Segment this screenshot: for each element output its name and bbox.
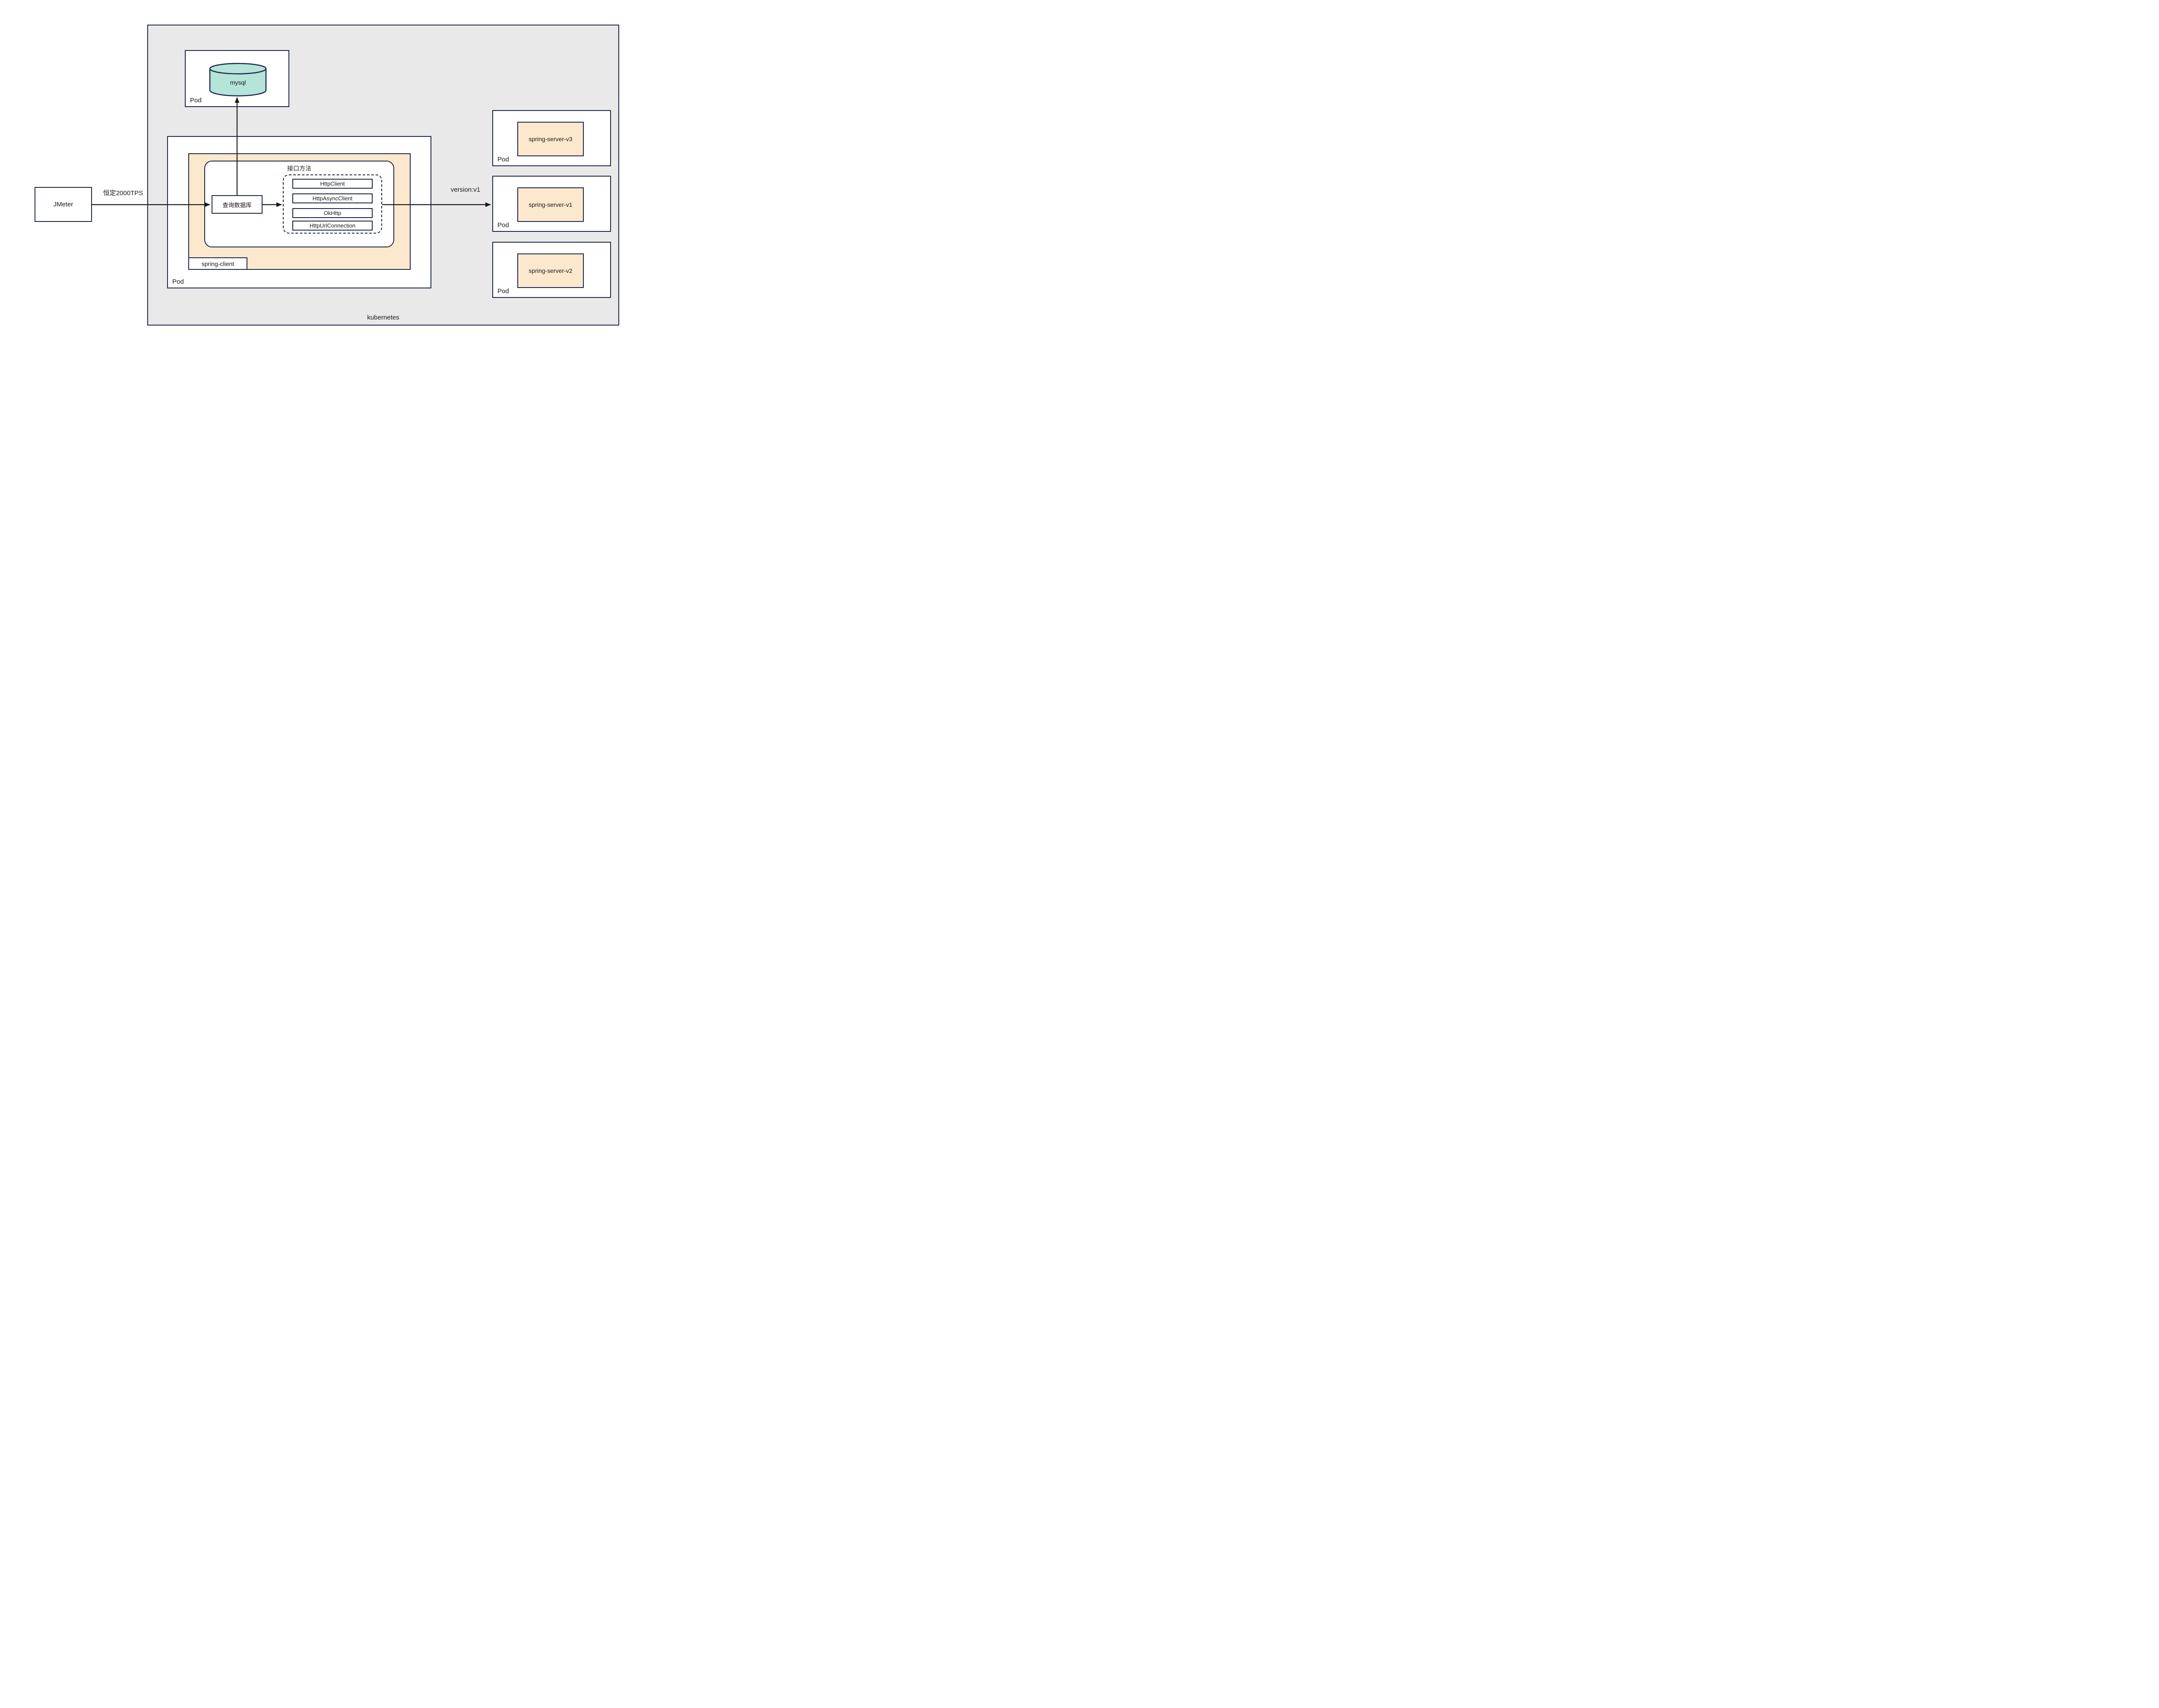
tps-flow-label: 恒定2000TPS [103,190,143,197]
server-pod-v1-label: Pod [497,221,509,229]
server-pod-v2-box: spring-server-v2 Pod [492,242,611,298]
server-pod-v2-label: Pod [497,288,509,295]
mysql-database-cylinder: mysql [209,63,267,97]
http-clients-group-box: HttpClient HttpAsyncClient OkHttp HttpUr… [283,174,382,234]
http-client-item: OkHttp [292,208,373,218]
database-cylinder-icon [209,63,267,97]
http-client-item: HttpClient [292,179,373,189]
spring-server-v1-box: spring-server-v1 [517,187,584,222]
server-pod-v1-box: spring-server-v1 Pod [492,176,611,232]
server-pod-v3-box: spring-server-v3 Pod [492,110,611,166]
method-group-label: 接口方法 [287,165,311,172]
client-pod-label: Pod [172,278,184,285]
spring-client-label: spring-client [188,257,247,270]
diagram-canvas: kubernetes mysql Pod Pod 接口方法 查询数据库 Http… [0,0,663,357]
jmeter-box: JMeter [35,187,92,222]
kubernetes-label: kubernetes [367,314,399,321]
mysql-pod-box: mysql Pod [185,50,289,107]
query-database-box: 查询数据库 [212,195,263,214]
http-client-item: HttpUrlConnection [292,221,373,231]
mysql-label: mysql [230,79,246,86]
mysql-pod-label: Pod [190,97,202,104]
spring-server-v3-box: spring-server-v3 [517,122,584,156]
server-pod-v3-label: Pod [497,156,509,163]
version-flow-label: version:v1 [450,186,481,193]
http-client-item: HttpAsyncClient [292,193,373,203]
spring-server-v2-box: spring-server-v2 [517,253,584,288]
